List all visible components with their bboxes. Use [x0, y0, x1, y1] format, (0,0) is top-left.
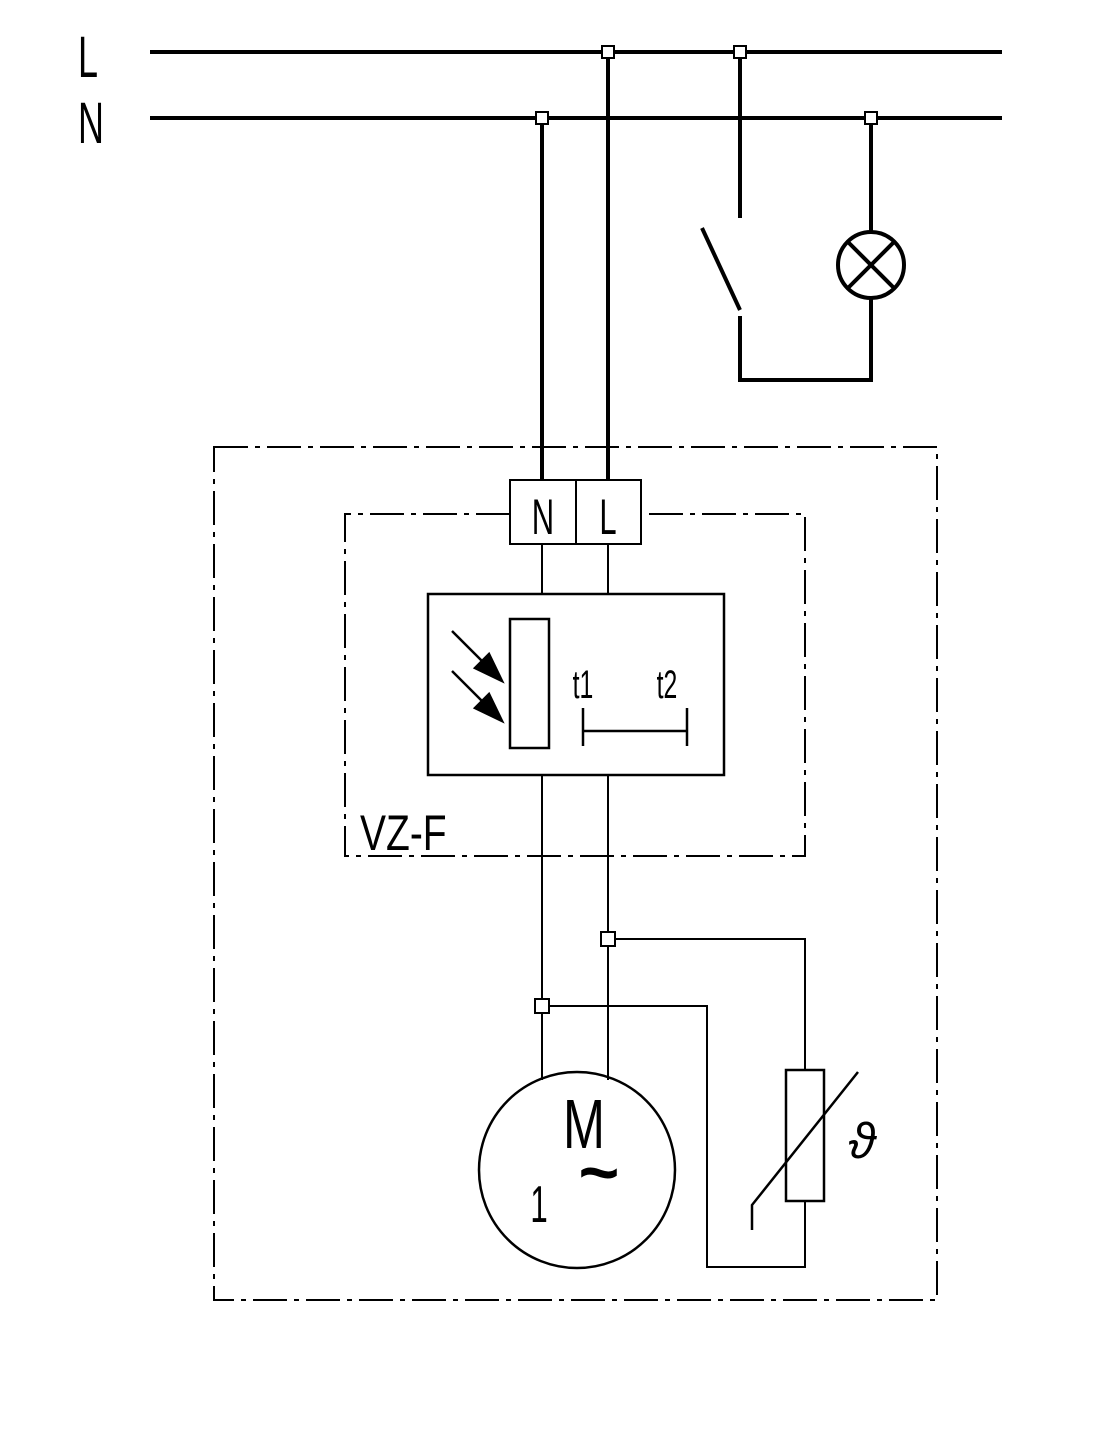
thermistor-return-wire — [542, 1005, 806, 1268]
line-label: L — [78, 25, 98, 90]
module-label: VZ-F — [360, 804, 447, 861]
thermistor-icon — [784, 1068, 826, 1203]
motor-letter: M — [563, 1085, 605, 1163]
lamp-icon — [836, 230, 906, 300]
light-arrows-icon — [451, 630, 505, 724]
control-unit — [426, 592, 726, 777]
thermistor-slash — [750, 1071, 859, 1230]
motor-phase-count: 1 — [530, 1176, 547, 1234]
feed-wires — [540, 52, 610, 480]
terminal-l-label: L — [599, 488, 616, 544]
internal-wiring — [541, 544, 806, 1268]
neutral-label: N — [78, 91, 104, 156]
delay-end-label: t2 — [657, 663, 678, 707]
supply-bus — [150, 50, 1002, 120]
junction-node — [733, 45, 747, 59]
terminal-n-label: N — [532, 488, 554, 544]
switch-to-lamp-wire — [738, 298, 873, 382]
junction-node — [600, 931, 616, 947]
junction-node — [601, 45, 615, 59]
motor-ac-symbol: ~ — [579, 1133, 620, 1211]
timer-bar-icon — [581, 708, 689, 746]
thermistor-supply-wire — [608, 938, 806, 1070]
switch-icon — [700, 227, 742, 330]
junction-node — [864, 111, 878, 125]
terminal-n — [509, 479, 577, 545]
delay-start-label: t1 — [573, 663, 594, 707]
internal-junctions — [534, 931, 616, 1014]
motor-icon — [477, 1070, 677, 1270]
light-sensor-icon — [508, 617, 551, 750]
thermal-symbol: ϑ — [848, 1113, 877, 1169]
junction-nodes — [535, 45, 878, 125]
junction-node — [534, 998, 550, 1014]
junction-node — [535, 111, 549, 125]
terminal-l — [575, 479, 642, 545]
terminal-block — [509, 479, 642, 545]
lighting-circuit — [700, 52, 906, 382]
fan-enclosure-boundary — [213, 446, 938, 1301]
module-boundary — [344, 513, 806, 857]
